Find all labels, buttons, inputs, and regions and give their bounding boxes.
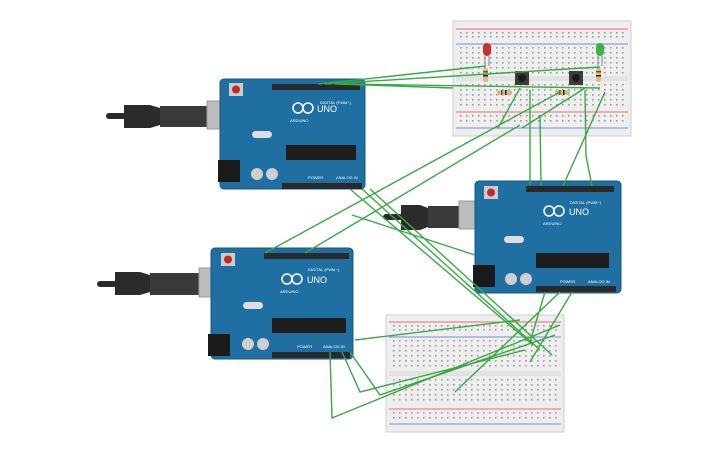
atmega-chip xyxy=(286,145,356,160)
digital-label: DIGITAL (PWM~) xyxy=(308,267,340,272)
power-jack[interactable] xyxy=(208,334,230,356)
wire xyxy=(324,66,601,85)
board-brand-label: ARDUINO xyxy=(290,118,308,123)
power-analog-header[interactable] xyxy=(272,352,350,358)
atmega-chip xyxy=(272,318,346,333)
wire xyxy=(521,87,586,129)
wire xyxy=(585,155,593,187)
wire xyxy=(329,324,561,420)
power-analog-header[interactable] xyxy=(282,183,362,189)
arduino-uno-left[interactable]: DIGITAL (PWM~) UNO ARDUINO POWER ANALOG … xyxy=(208,247,354,360)
usb-cable-left[interactable] xyxy=(97,267,222,298)
analog-label: ANALOG IN xyxy=(323,344,345,349)
digital-label: DIGITAL (PWM~) xyxy=(570,200,602,205)
wire xyxy=(354,319,521,341)
wire xyxy=(349,334,556,396)
pushbutton-1[interactable] xyxy=(515,71,529,85)
wire xyxy=(361,188,541,351)
led-red[interactable] xyxy=(483,43,491,66)
wire xyxy=(529,291,546,343)
board-model-label: UNO xyxy=(569,207,589,217)
arduino-uno-right[interactable]: DIGITAL (PWM~) UNO ARDUINO POWER ANALOG … xyxy=(473,180,622,294)
wires[interactable] xyxy=(264,65,606,420)
resistor-3[interactable] xyxy=(497,90,512,95)
wire xyxy=(369,188,553,356)
power-label: POWER xyxy=(297,344,312,349)
digital-header[interactable] xyxy=(526,186,614,192)
reset-button-cap[interactable] xyxy=(487,188,495,197)
usb-cable-right[interactable] xyxy=(383,200,482,230)
board-brand-label: ARDUINO xyxy=(543,221,561,226)
resistor-2[interactable] xyxy=(596,68,601,82)
board-model-label: UNO xyxy=(317,104,337,114)
wire xyxy=(304,124,521,254)
arduino-uno-top[interactable]: DIGITAL (PWM~) UNO ARDUINO POWER ANALOG … xyxy=(218,78,366,190)
wire xyxy=(584,89,587,157)
wire xyxy=(344,83,601,89)
led-green[interactable] xyxy=(596,43,604,66)
wire xyxy=(562,91,606,187)
atmega-chip xyxy=(536,253,609,268)
digital-header[interactable] xyxy=(264,253,349,259)
wire xyxy=(454,291,561,393)
arduino-logo xyxy=(543,205,565,217)
wire xyxy=(317,65,487,85)
wire xyxy=(539,114,542,186)
usb-cable-top[interactable] xyxy=(106,100,231,130)
wire xyxy=(349,188,534,346)
power-analog-header[interactable] xyxy=(536,286,616,292)
power-jack[interactable] xyxy=(218,160,240,182)
wire xyxy=(497,87,521,129)
power-label: POWER xyxy=(560,279,575,284)
arduino-logo xyxy=(292,102,314,114)
wire xyxy=(351,214,476,256)
analog-label: ANALOG IN xyxy=(336,175,358,180)
resistor-1[interactable] xyxy=(483,68,488,82)
analog-label: ANALOG IN xyxy=(588,279,610,284)
wire xyxy=(529,291,573,363)
reset-button-cap[interactable] xyxy=(224,255,232,264)
digital-header[interactable] xyxy=(272,84,360,90)
digital-label: DIGITAL (PWM~) xyxy=(320,100,352,105)
pushbutton-2[interactable] xyxy=(569,71,583,85)
power-label: POWER xyxy=(308,175,323,180)
board-model-label: UNO xyxy=(307,275,327,285)
arduino-logo xyxy=(281,273,303,285)
board-brand-label: ARDUINO xyxy=(280,289,298,294)
reset-button-cap[interactable] xyxy=(232,85,240,94)
power-jack[interactable] xyxy=(473,265,495,287)
wire xyxy=(264,91,561,254)
breadboard-top[interactable] xyxy=(452,20,632,137)
